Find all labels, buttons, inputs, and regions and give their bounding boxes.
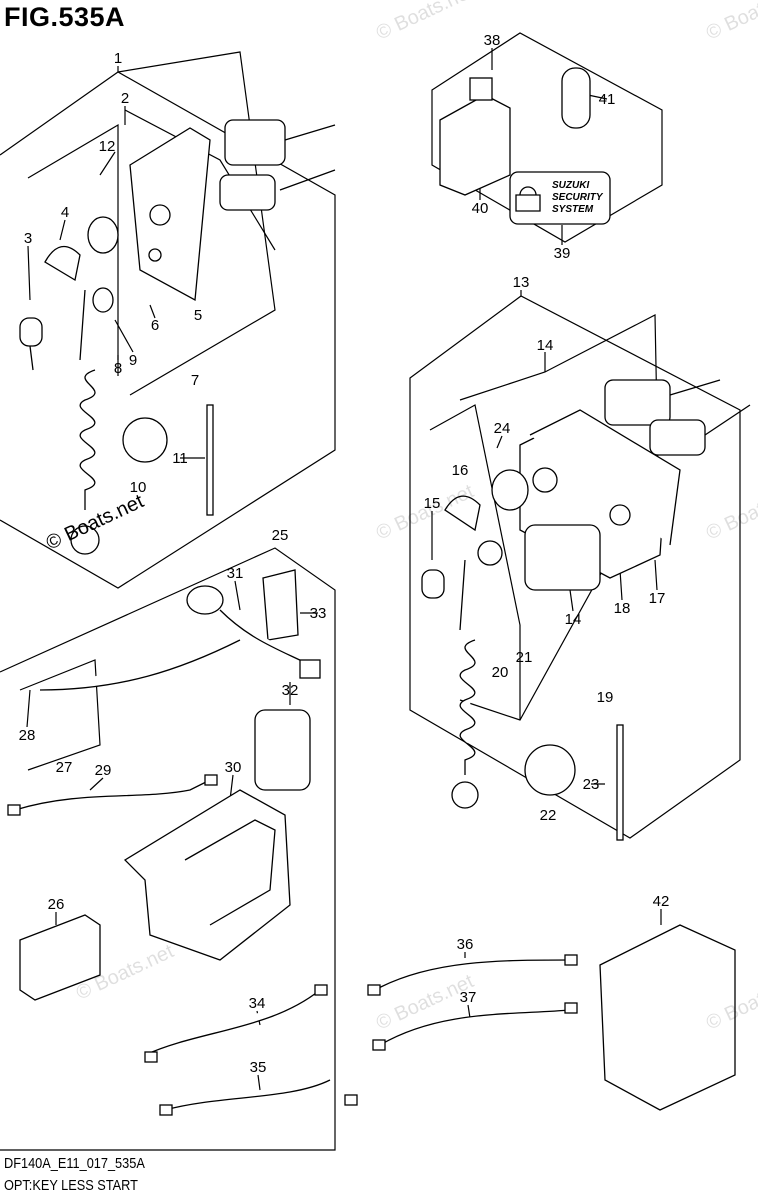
part-label-15: 15	[424, 495, 441, 512]
part-label-38: 38	[484, 32, 501, 49]
part-label-17: 17	[649, 590, 666, 607]
part-label-29: 29	[95, 762, 112, 779]
part-label-40: 40	[472, 200, 489, 217]
figure-caption: OPT:KEY LESS START	[4, 1177, 138, 1194]
part-label-5: 5	[194, 307, 202, 324]
part-label-20: 20	[492, 664, 509, 681]
part-label-9: 9	[129, 352, 137, 369]
part-label-33: 33	[310, 605, 327, 622]
part-label-3: 3	[24, 230, 32, 247]
part-label-37: 37	[460, 989, 477, 1006]
part-label-16: 16	[452, 462, 469, 479]
part-label-11: 11	[172, 450, 188, 467]
part-label-27: 27	[56, 759, 73, 776]
figure-title: FIG.535A	[4, 2, 126, 32]
watermark: © Boats.net	[373, 0, 478, 45]
group-box-38	[431, 32, 663, 243]
part-label-19: 19	[597, 689, 614, 706]
part-label-1: 1	[114, 50, 122, 67]
part-label-34: 34	[249, 995, 266, 1012]
part-label-12: 12	[99, 138, 116, 155]
part-label-22: 22	[540, 807, 557, 824]
figure-code: DF140A_E11_017_535A	[4, 1155, 145, 1172]
watermark: © Boats.net	[703, 0, 758, 45]
part-label-13: 13	[513, 274, 530, 291]
part-label-30: 30	[225, 759, 242, 776]
part-label-10: 10	[130, 479, 147, 496]
part-label-14: 14	[565, 611, 582, 628]
part-label-26: 26	[48, 896, 65, 913]
part-label-41: 41	[599, 91, 616, 108]
group-box-1	[0, 71, 336, 589]
part-label-21: 21	[516, 649, 533, 666]
part-label-23: 23	[583, 776, 600, 793]
part-label-31: 31	[227, 565, 244, 582]
security-sticker-text: SECURITY	[552, 192, 604, 203]
part-label-2: 2	[121, 90, 129, 107]
part-label-24: 24	[494, 420, 511, 437]
part-label-8: 8	[114, 360, 122, 377]
part-label-35: 35	[250, 1059, 267, 1076]
group-box-25	[0, 547, 336, 1151]
part-label-7: 7	[191, 372, 199, 389]
security-sticker-text: SYSTEM	[552, 204, 594, 215]
part-label-6: 6	[151, 317, 159, 334]
part-label-39: 39	[554, 245, 571, 262]
part-label-4: 4	[61, 204, 69, 221]
part-label-18: 18	[614, 600, 631, 617]
part-label-42: 42	[653, 893, 670, 910]
part-label-36: 36	[457, 936, 474, 953]
part-label-28: 28	[19, 727, 36, 744]
watermark: © Boats.net	[703, 480, 758, 544]
part-label-14: 14	[537, 337, 554, 354]
part-label-32: 32	[282, 682, 299, 699]
part-label-25: 25	[272, 527, 289, 544]
security-sticker-text: SUZUKI	[552, 180, 589, 191]
